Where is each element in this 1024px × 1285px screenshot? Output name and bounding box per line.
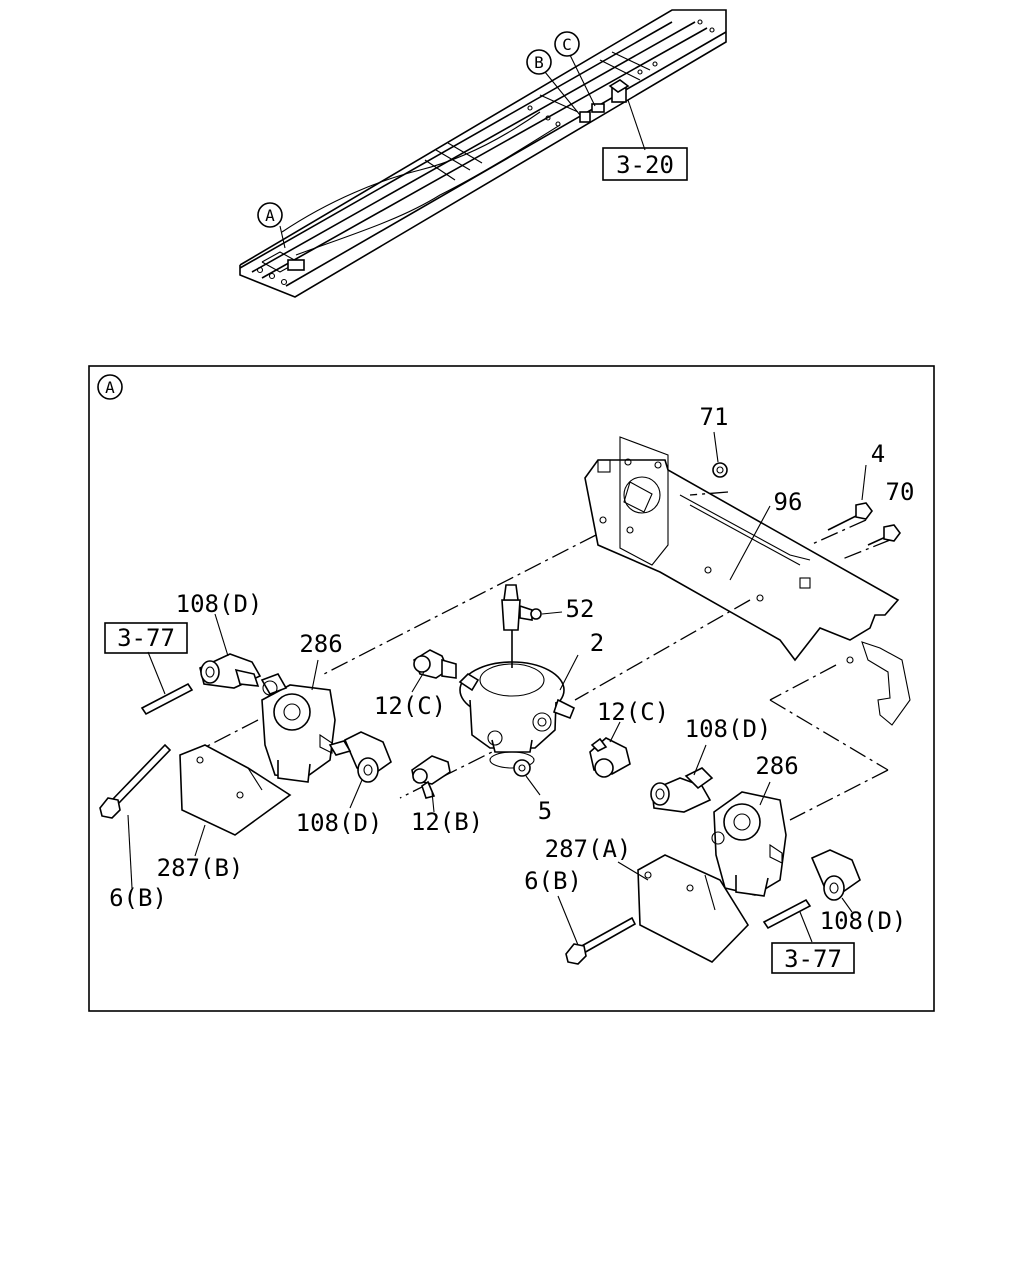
cover-287a <box>617 854 750 963</box>
elbow-108d-right-bottom <box>810 849 861 913</box>
nut-5 <box>513 759 541 796</box>
svg-text:3-20: 3-20 <box>616 151 674 179</box>
cover-287b <box>179 744 292 857</box>
nut-71 <box>712 431 728 478</box>
label-287b: 287(B) <box>157 854 244 882</box>
label-71: 71 <box>700 403 729 431</box>
label-12b: 12(B) <box>411 808 483 836</box>
ref-box-3-77-left[interactable]: 3-77 <box>104 622 188 654</box>
valve-286-right <box>711 781 787 897</box>
label-12c-right: 12(C) <box>597 698 669 726</box>
label-286-right: 286 <box>755 752 798 780</box>
label-52: 52 <box>566 595 595 623</box>
svg-text:A: A <box>265 206 275 225</box>
label-5: 5 <box>538 797 552 825</box>
assembly-lines <box>189 491 891 926</box>
elbow-108d-right-top <box>650 744 714 813</box>
svg-text:3-77: 3-77 <box>117 624 175 652</box>
label-108d-left-bottom: 108(D) <box>296 809 383 837</box>
ref-box-3-77-right[interactable]: 3-77 <box>771 942 855 974</box>
bracket-plate <box>584 436 911 726</box>
label-108d-right-top: 108(D) <box>685 715 772 743</box>
svg-text:A: A <box>105 378 115 397</box>
label-96: 96 <box>774 488 803 516</box>
bolt-4 <box>827 464 873 531</box>
label-108d-left-top: 108(D) <box>176 590 263 618</box>
svg-text:C: C <box>562 35 572 54</box>
tee-fitting-52 <box>501 584 563 668</box>
detail-frame <box>88 365 935 1012</box>
callout-b-overview: B <box>526 49 552 75</box>
valve-286-left <box>260 659 336 783</box>
bolt-70 <box>867 524 901 546</box>
pin-left <box>140 651 194 716</box>
elbow-12c-right <box>589 721 631 778</box>
label-287a: 287(A) <box>545 835 632 863</box>
label-6b-right: 6(B) <box>524 867 582 895</box>
ref-box-3-20[interactable]: 3-20 <box>602 147 688 181</box>
bolt-6b-left <box>99 743 172 889</box>
bolt-6b-right <box>557 895 637 965</box>
elbow-12c-left <box>411 649 457 693</box>
label-4: 4 <box>871 440 885 468</box>
svg-text:3-77: 3-77 <box>784 945 842 973</box>
label-108d-right-bottom: 108(D) <box>820 907 907 935</box>
svg-text:B: B <box>534 53 544 72</box>
chassis-frame-overview <box>239 9 727 298</box>
label-70: 70 <box>886 478 915 506</box>
label-286-left: 286 <box>299 630 342 658</box>
label-2: 2 <box>590 629 604 657</box>
relay-valve-2 <box>458 654 579 769</box>
callout-a-overview: A <box>257 202 283 228</box>
elbow-108d-left-top <box>199 613 262 689</box>
label-12c-left: 12(C) <box>374 692 446 720</box>
callout-c-overview: C <box>554 31 580 57</box>
label-6b-left: 6(B) <box>109 884 167 912</box>
elbow-108d-left-bottom <box>328 731 392 809</box>
pin-right <box>762 898 813 943</box>
tee-12b <box>411 755 451 813</box>
detail-marker-a: A <box>97 374 123 400</box>
